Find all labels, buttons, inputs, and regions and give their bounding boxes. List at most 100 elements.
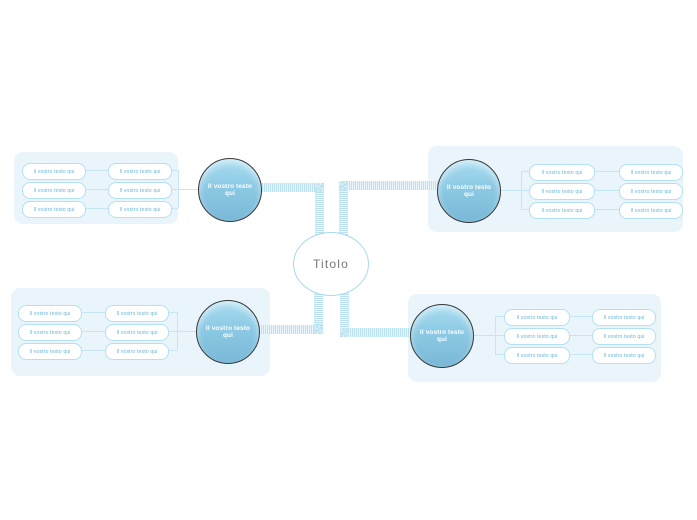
- sub-node-label: Il vostro testo qui: [119, 168, 161, 175]
- branch-circle-bottom-left[interactable]: Il vostro testo qui: [196, 300, 260, 364]
- sub-node-label: Il vostro testo qui: [116, 310, 158, 317]
- bracket-stem-top-right: [499, 190, 521, 191]
- sub-node-label: Il vostro testo qui: [116, 329, 158, 336]
- branch-circle-label-top-left: Il vostro testo qui: [207, 182, 253, 197]
- link-top-right-1: [593, 171, 621, 172]
- sub-node-label: Il vostro testo qui: [119, 206, 161, 213]
- connector-center-top-left-elbow: [315, 183, 324, 192]
- sub-node[interactable]: Il vostro testo qui: [105, 343, 169, 360]
- sub-node-label: Il vostro testo qui: [541, 188, 583, 195]
- link-top-left-1: [84, 170, 110, 171]
- leaf-node[interactable]: Il vostro testo qui: [22, 163, 86, 180]
- link-bottom-right-2: [568, 335, 594, 336]
- sub-node[interactable]: Il vostro testo qui: [105, 305, 169, 322]
- bracket-arm-top-right-2: [521, 190, 529, 191]
- bracket-arm-bottom-left-2: [167, 331, 177, 332]
- bracket-arm-bottom-left-3: [167, 350, 177, 351]
- link-top-right-2: [593, 190, 621, 191]
- leaf-node-label: Il vostro testo qui: [29, 348, 71, 355]
- leaf-node-label: Il vostro testo qui: [33, 168, 75, 175]
- sub-node-label: Il vostro testo qui: [516, 352, 558, 359]
- bracket-spine-top-left: [178, 170, 179, 208]
- connector-center-bottom-right-elbow: [340, 328, 349, 337]
- branch-circle-label-bottom-right: Il vostro testo qui: [419, 328, 465, 343]
- link-top-left-2: [84, 189, 110, 190]
- leaf-node[interactable]: Il vostro testo qui: [592, 309, 656, 326]
- sub-node[interactable]: Il vostro testo qui: [105, 324, 169, 341]
- sub-node-label: Il vostro testo qui: [516, 314, 558, 321]
- leaf-node[interactable]: Il vostro testo qui: [22, 182, 86, 199]
- bracket-arm-bottom-right-1: [495, 316, 504, 317]
- sub-node[interactable]: Il vostro testo qui: [504, 328, 570, 345]
- bracket-stem-bottom-left: [177, 331, 196, 332]
- leaf-node[interactable]: Il vostro testo qui: [592, 347, 656, 364]
- bracket-arm-bottom-left-1: [167, 312, 177, 313]
- leaf-node-label: Il vostro testo qui: [603, 333, 645, 340]
- leaf-node[interactable]: Il vostro testo qui: [18, 305, 82, 322]
- leaf-node-label: Il vostro testo qui: [603, 314, 645, 321]
- leaf-node-label: Il vostro testo qui: [29, 329, 71, 336]
- leaf-node[interactable]: Il vostro testo qui: [619, 164, 683, 181]
- connector-center-top-left-horizontal: [258, 183, 324, 192]
- leaf-node-label: Il vostro testo qui: [29, 310, 71, 317]
- bracket-spine-bottom-left: [177, 312, 178, 350]
- bracket-arm-bottom-right-3: [495, 354, 504, 355]
- branch-circle-label-top-right: Il vostro testo qui: [446, 183, 492, 198]
- bracket-arm-top-left-3: [168, 208, 178, 209]
- bracket-stem-bottom-right: [472, 335, 495, 336]
- connector-center-top-right-elbow: [339, 181, 348, 190]
- leaf-node[interactable]: Il vostro testo qui: [592, 328, 656, 345]
- link-top-left-3: [84, 208, 110, 209]
- connector-center-top-right-vertical: [339, 186, 348, 236]
- sub-node-label: Il vostro testo qui: [116, 348, 158, 355]
- connector-center-bottom-right-horizontal: [340, 328, 416, 337]
- sub-node[interactable]: Il vostro testo qui: [504, 347, 570, 364]
- sub-node[interactable]: Il vostro testo qui: [529, 183, 595, 200]
- link-top-right-3: [593, 209, 621, 210]
- sub-node[interactable]: Il vostro testo qui: [108, 201, 172, 218]
- leaf-node-label: Il vostro testo qui: [33, 187, 75, 194]
- center-node[interactable]: Titolo: [293, 232, 369, 296]
- sub-node-label: Il vostro testo qui: [119, 187, 161, 194]
- link-bottom-left-2: [80, 331, 107, 332]
- leaf-node-label: Il vostro testo qui: [33, 206, 75, 213]
- bracket-arm-top-left-2: [168, 189, 178, 190]
- leaf-node[interactable]: Il vostro testo qui: [619, 202, 683, 219]
- sub-node[interactable]: Il vostro testo qui: [529, 164, 595, 181]
- link-bottom-left-3: [80, 350, 107, 351]
- connector-center-bottom-left-vertical: [314, 290, 323, 330]
- link-bottom-right-1: [568, 316, 594, 317]
- sub-node[interactable]: Il vostro testo qui: [108, 163, 172, 180]
- branch-circle-top-left[interactable]: Il vostro testo qui: [198, 158, 262, 222]
- sub-node[interactable]: Il vostro testo qui: [504, 309, 570, 326]
- connector-center-top-left-vertical: [315, 188, 324, 236]
- link-bottom-right-3: [568, 354, 594, 355]
- sub-node[interactable]: Il vostro testo qui: [529, 202, 595, 219]
- leaf-node[interactable]: Il vostro testo qui: [18, 343, 82, 360]
- bracket-arm-top-right-3: [521, 209, 529, 210]
- connector-center-bottom-left-horizontal: [253, 325, 323, 334]
- sub-node-label: Il vostro testo qui: [541, 207, 583, 214]
- bracket-arm-bottom-right-2: [495, 335, 504, 336]
- leaf-node-label: Il vostro testo qui: [630, 188, 672, 195]
- sub-node-label: Il vostro testo qui: [541, 169, 583, 176]
- connector-center-bottom-left-elbow: [314, 325, 323, 334]
- branch-circle-label-bottom-left: Il vostro testo qui: [205, 324, 251, 339]
- leaf-node[interactable]: Il vostro testo qui: [22, 201, 86, 218]
- leaf-node-label: Il vostro testo qui: [630, 169, 672, 176]
- center-node-label: Titolo: [312, 257, 350, 271]
- bracket-arm-top-right-1: [521, 171, 529, 172]
- sub-node[interactable]: Il vostro testo qui: [108, 182, 172, 199]
- branch-circle-top-right[interactable]: Il vostro testo qui: [437, 159, 501, 223]
- leaf-node-label: Il vostro testo qui: [630, 207, 672, 214]
- branch-circle-bottom-right[interactable]: Il vostro testo qui: [410, 304, 474, 368]
- leaf-node-label: Il vostro testo qui: [603, 352, 645, 359]
- leaf-node[interactable]: Il vostro testo qui: [619, 183, 683, 200]
- connector-center-bottom-right-vertical: [340, 290, 349, 333]
- bracket-arm-top-left-1: [168, 170, 178, 171]
- bracket-stem-top-left: [178, 189, 198, 190]
- leaf-node[interactable]: Il vostro testo qui: [18, 324, 82, 341]
- link-bottom-left-1: [80, 312, 107, 313]
- sub-node-label: Il vostro testo qui: [516, 333, 558, 340]
